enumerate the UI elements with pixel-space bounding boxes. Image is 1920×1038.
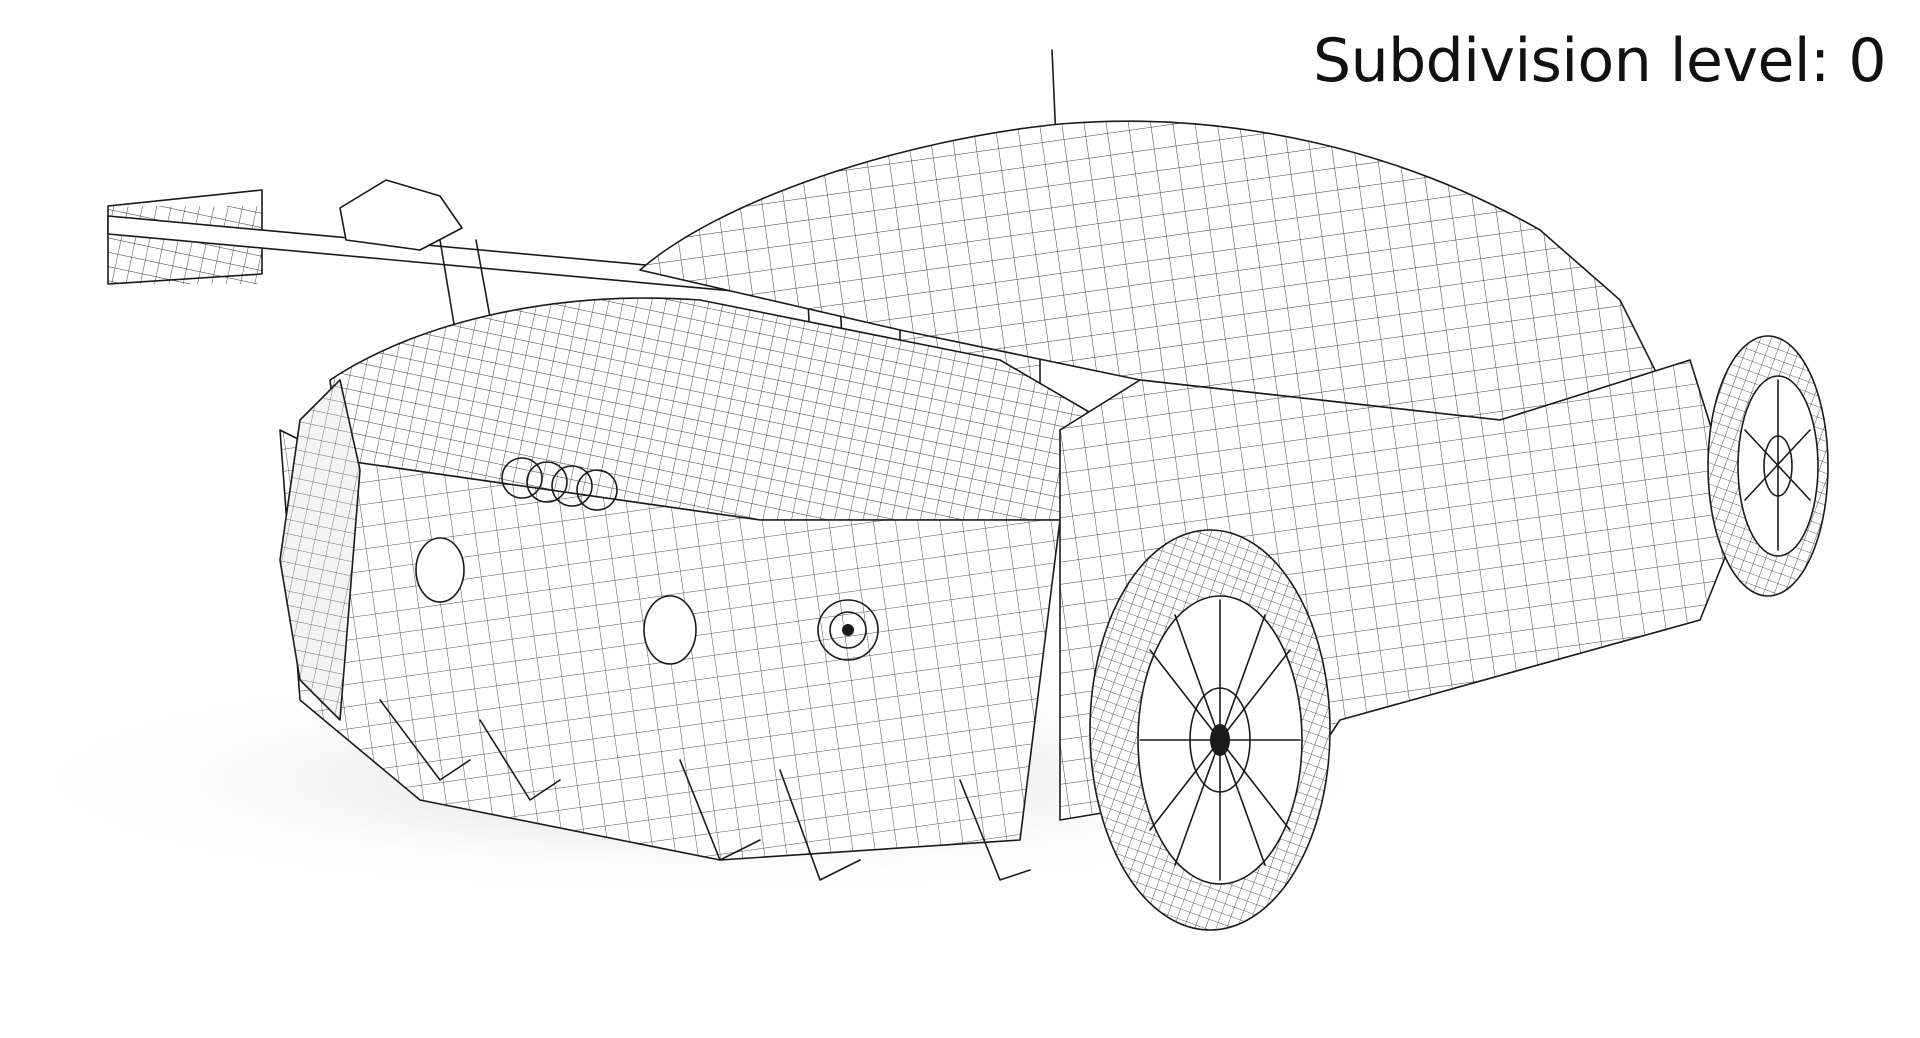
rear-exhausts	[415, 537, 879, 665]
subdivision-level-label: Subdivision level: 0	[1312, 26, 1887, 96]
far-wheel	[1707, 335, 1829, 597]
audi-rings-logo	[501, 457, 618, 511]
car-body	[279, 120, 1741, 881]
near-wheel	[1089, 529, 1331, 931]
